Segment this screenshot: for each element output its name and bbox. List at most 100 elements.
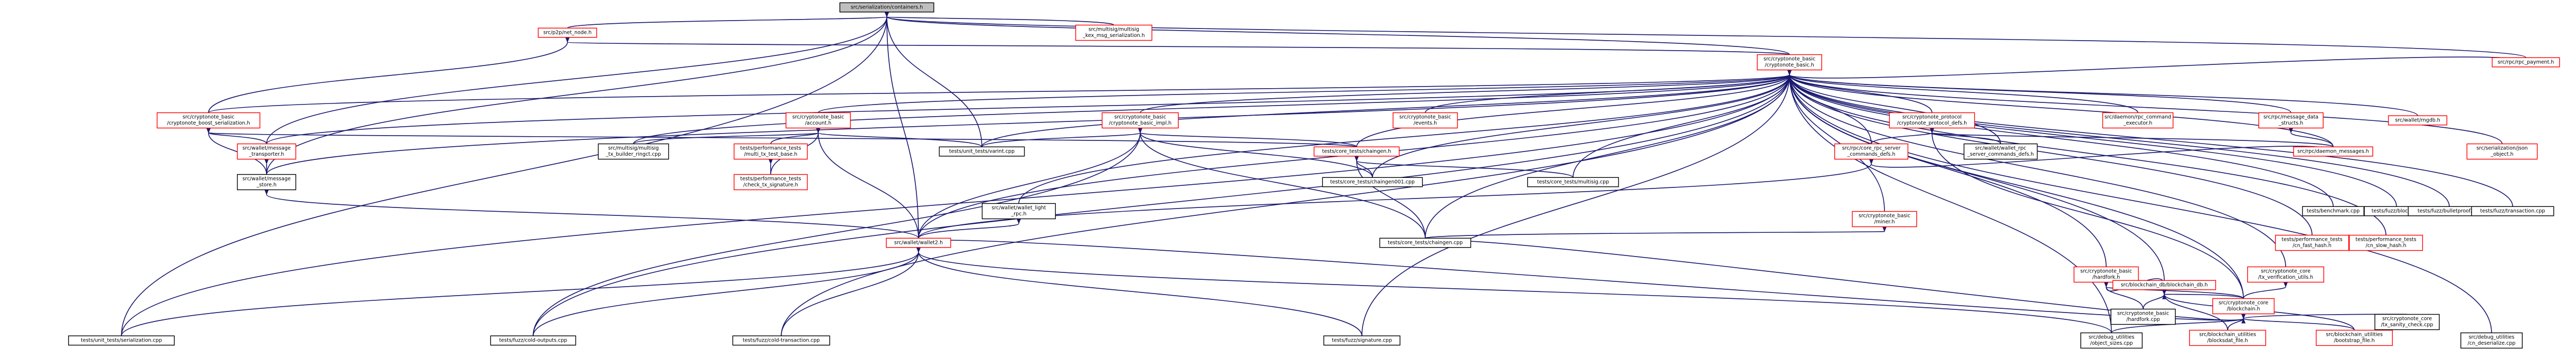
graph-node[interactable]: src/blockchain_utilities/blocksdat_file.… bbox=[2189, 329, 2266, 346]
dependency-edge bbox=[1138, 128, 1426, 239]
dependency-edge bbox=[884, 12, 1114, 26]
graph-node[interactable]: src/wallet/rngdb.h bbox=[2388, 115, 2448, 126]
dependency-edge bbox=[918, 128, 1143, 239]
node-box bbox=[2073, 266, 2139, 283]
graph-node[interactable]: src/cryptonote_basic/hardfork.cpp bbox=[2110, 308, 2176, 325]
graph-node[interactable]: src/p2p/net_node.h bbox=[537, 27, 598, 38]
graph-node[interactable]: tests/core_tests/chaingen.h bbox=[1313, 146, 1400, 157]
node-label: tests/performance_tests bbox=[740, 146, 801, 152]
graph-node[interactable]: src/blockchain_db/blockchain_db.h bbox=[2112, 280, 2217, 290]
dependency-edge bbox=[533, 247, 921, 336]
graph-node[interactable]: src/cryptonote_basic/miner.h bbox=[1852, 211, 1917, 228]
node-label: src/cryptonote_basic bbox=[2117, 311, 2169, 317]
dependency-edge bbox=[1354, 156, 1426, 239]
graph-node[interactable]: src/wallet/wallet_light_rpc.h bbox=[981, 203, 1056, 220]
node-label: _object.h bbox=[2490, 152, 2513, 157]
dependency-edge bbox=[981, 70, 1792, 147]
node-box bbox=[2374, 314, 2440, 330]
graph-node[interactable]: tests/benchmark.cpp bbox=[2302, 206, 2364, 216]
dependency-edge bbox=[1787, 70, 2334, 147]
node-box bbox=[1834, 143, 1909, 160]
dependency-edge bbox=[1787, 70, 2513, 207]
graph-node[interactable]: src/multisig/multisig_kex_msg_serializat… bbox=[1075, 24, 1152, 41]
node-label: src/cryptonote_basic bbox=[1764, 56, 1815, 62]
node-label: tests/performance_tests bbox=[2355, 237, 2416, 243]
graph-node[interactable]: src/cryptonote_basic/events.h bbox=[1393, 112, 1458, 129]
node-box bbox=[886, 238, 951, 248]
graph-node[interactable]: src/wallet/wallet2.h bbox=[886, 238, 951, 248]
graph-node[interactable]: tests/unit_tests/varint.cpp bbox=[939, 146, 1025, 157]
node-label: /object_sizes.cpp bbox=[2090, 340, 2133, 346]
graph-node[interactable]: tests/performance_tests/cn_slow_hash.h bbox=[2348, 234, 2423, 251]
dependency-edge bbox=[1787, 70, 2418, 116]
graph-node[interactable]: tests/fuzz/cold-outputs.cpp bbox=[490, 335, 576, 346]
graph-node[interactable]: src/blockchain_utilities/bootstrap_file.… bbox=[2316, 329, 2393, 346]
dependency-edge bbox=[918, 240, 2246, 321]
node-box bbox=[2110, 308, 2176, 325]
dependency-edge bbox=[816, 128, 982, 147]
node-label: _store.h bbox=[256, 182, 277, 188]
graph-node[interactable]: src/cryptonote_core/tx_sanity_check.cpp bbox=[2374, 314, 2440, 330]
node-label: /hardfork.cpp bbox=[2126, 317, 2160, 323]
dependency-edge bbox=[1871, 128, 1935, 144]
graph-node[interactable]: src/cryptonote_core/tx_verification_util… bbox=[2247, 266, 2324, 283]
dependency-edge bbox=[1787, 70, 2450, 207]
dependency-edge bbox=[781, 247, 921, 336]
node-label: src/cryptonote_basic bbox=[1399, 115, 1451, 120]
node-label: tests/core_tests/chaingen.h bbox=[1322, 148, 1391, 154]
graph-node[interactable]: tests/core_tests/chaingen.cpp bbox=[1379, 238, 1471, 248]
graph-node[interactable]: src/wallet/message_transporter.h bbox=[236, 143, 297, 160]
graph-node[interactable]: src/rpc/rpc_payment.h bbox=[2492, 57, 2560, 68]
graph-node[interactable]: src/wallet/message_store.h bbox=[236, 174, 297, 191]
graph-node[interactable]: src/cryptonote_protocol/cryptonote_proto… bbox=[1889, 112, 1975, 129]
node-box bbox=[1963, 143, 2038, 160]
dependency-edge bbox=[206, 128, 267, 144]
graph-node[interactable]: src/rpc/core_rpc_server_commands_defs.h bbox=[1834, 143, 1909, 160]
graph-node[interactable]: tests/performance_tests/cn_fast_hash.h bbox=[2275, 234, 2350, 251]
graph-node[interactable]: src/cryptonote_basic/cryptonote_basic_im… bbox=[1102, 112, 1179, 129]
graph-node[interactable]: src/multisig/multisig_tx_builder_ringct.… bbox=[598, 143, 669, 160]
dependency-edge bbox=[884, 12, 1790, 55]
dependency-edge bbox=[208, 37, 570, 113]
graph-node[interactable]: src/cryptonote_basic/cryptonote_boost_se… bbox=[156, 112, 261, 129]
graph-node[interactable]: src/cryptonote_basic/account.h bbox=[785, 112, 851, 129]
node-label: /blocksdat_file.h bbox=[2207, 338, 2248, 344]
node-box bbox=[2189, 329, 2266, 346]
dependency-edge bbox=[2288, 128, 2334, 147]
graph-node[interactable]: src/daemon/rpc_command_executor.h bbox=[2102, 112, 2174, 129]
node-label: src/multisig/multisig bbox=[1088, 27, 1139, 33]
node-box bbox=[537, 27, 598, 38]
dependency-edge bbox=[816, 128, 919, 239]
node-label: /cryptonote_basic.h bbox=[1765, 62, 1814, 68]
node-box bbox=[2275, 234, 2350, 251]
node-label: /blockchain.h bbox=[2227, 306, 2260, 312]
graph-node[interactable]: tests/fuzz/cold-transaction.cpp bbox=[732, 335, 830, 346]
dependency-edge bbox=[1787, 56, 2526, 79]
graph-node[interactable]: tests/unit_tests/serialization.cpp bbox=[68, 335, 175, 346]
node-box bbox=[2258, 112, 2324, 129]
graph-node[interactable]: src/debug_utilities/object_sizes.cpp bbox=[2080, 332, 2143, 349]
dependency-edge bbox=[1787, 70, 2112, 333]
graph-node[interactable]: tests/performance_tests/check_tx_signatu… bbox=[733, 174, 808, 191]
graph-node[interactable]: tests/fuzz/signature.cpp bbox=[1323, 335, 1400, 346]
dependency-edge bbox=[1787, 70, 1885, 212]
dependency-edge bbox=[633, 70, 1792, 144]
node-label: src/wallet/wallet_light bbox=[992, 205, 1046, 211]
graph-node[interactable]: tests/core_tests/chaingen001.cpp bbox=[1322, 177, 1423, 187]
graph-node[interactable]: src/cryptonote_basic/hardfork.h bbox=[2073, 266, 2139, 283]
graph-node[interactable]: src/cryptonote_basic/cryptonote_basic.h bbox=[1757, 54, 1822, 71]
graph-node[interactable]: src/debug_utilities/cn_deserialize.cpp bbox=[2460, 332, 2523, 349]
graph-node[interactable]: tests/fuzz/transaction.cpp bbox=[2471, 206, 2554, 216]
graph-node[interactable]: src/serialization/json_object.h bbox=[2466, 143, 2538, 160]
graph-node[interactable]: src/rpc/message_data_structs.h bbox=[2258, 112, 2324, 129]
graph-node[interactable]: src/wallet/wallet_rpc_server_commands_de… bbox=[1963, 143, 2038, 160]
node-label: tests/core_tests/chaingen001.cpp bbox=[1330, 179, 1415, 185]
graph-node[interactable]: tests/performance_tests/multi_tx_test_ba… bbox=[733, 143, 808, 160]
graph-node[interactable]: src/serialization/containers.h bbox=[839, 2, 934, 13]
node-box bbox=[2247, 266, 2324, 283]
graph-node[interactable]: tests/core_tests/multisig.cpp bbox=[1527, 177, 1619, 187]
node-box bbox=[2460, 332, 2523, 349]
dependency-edge bbox=[1138, 128, 1357, 147]
graph-node[interactable]: src/cryptonote_core/blockchain.h bbox=[2212, 298, 2275, 315]
graph-node[interactable]: src/rpc/daemon_messages.h bbox=[2293, 146, 2373, 157]
